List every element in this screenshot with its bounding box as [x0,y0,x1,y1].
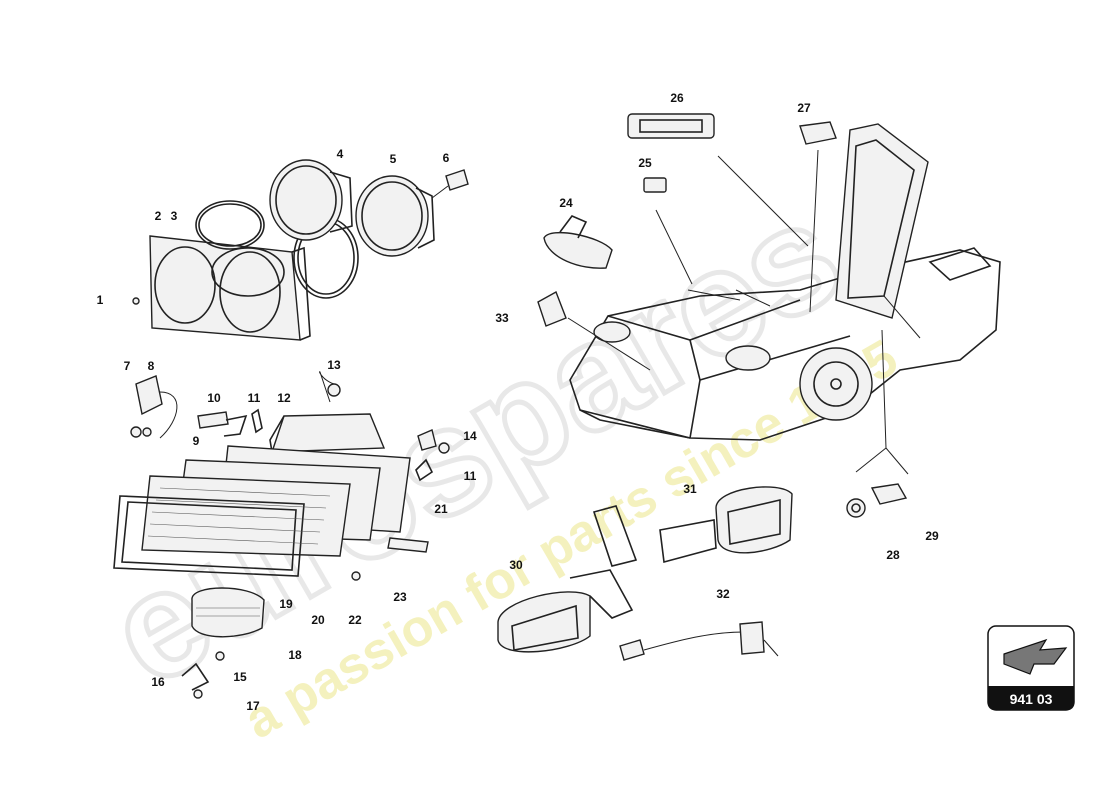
callout-7: 7 [124,359,131,373]
page-badge: 941 03 [987,625,1075,711]
callout-30: 30 [509,558,523,572]
callout-22: 22 [348,613,362,627]
callout-3: 3 [171,209,178,223]
callout-28: 28 [886,548,900,562]
callout-5: 5 [390,152,397,166]
callout-32: 32 [716,587,730,601]
callout-31: 31 [683,482,697,496]
callout-33: 33 [495,311,509,325]
callout-17: 17 [246,699,260,713]
callout-16: 16 [151,675,165,689]
callout-6: 6 [443,151,450,165]
car-outline [567,123,1001,475]
callout-1: 1 [97,293,104,307]
callout-14: 14 [463,429,477,443]
callout-12: 12 [277,391,291,405]
callout-29: 29 [925,529,939,543]
arrow-icon [1003,638,1068,675]
callout-19: 19 [279,597,293,611]
callout-24: 24 [559,196,573,210]
misc-parts [497,113,908,661]
callout-21: 21 [434,502,448,516]
callout-8: 8 [148,359,155,373]
callout-20: 20 [311,613,325,627]
lamp-assembly [113,371,450,699]
callout-18: 18 [288,648,302,662]
callout-9: 9 [193,434,200,448]
callout-25: 25 [638,156,652,170]
headlight-assembly [132,159,469,341]
callout-26: 26 [670,91,684,105]
badge-code: 941 03 [1010,691,1053,707]
callout-2: 2 [155,209,162,223]
callout-13: 13 [327,358,341,372]
callout-10: 10 [207,391,221,405]
callout-15: 15 [233,670,247,684]
callout-27: 27 [797,101,811,115]
callout-4: 4 [337,147,344,161]
callout-23: 23 [393,590,407,604]
callout-11a: 11 [248,391,261,405]
callout-11b: 11 [464,469,477,483]
